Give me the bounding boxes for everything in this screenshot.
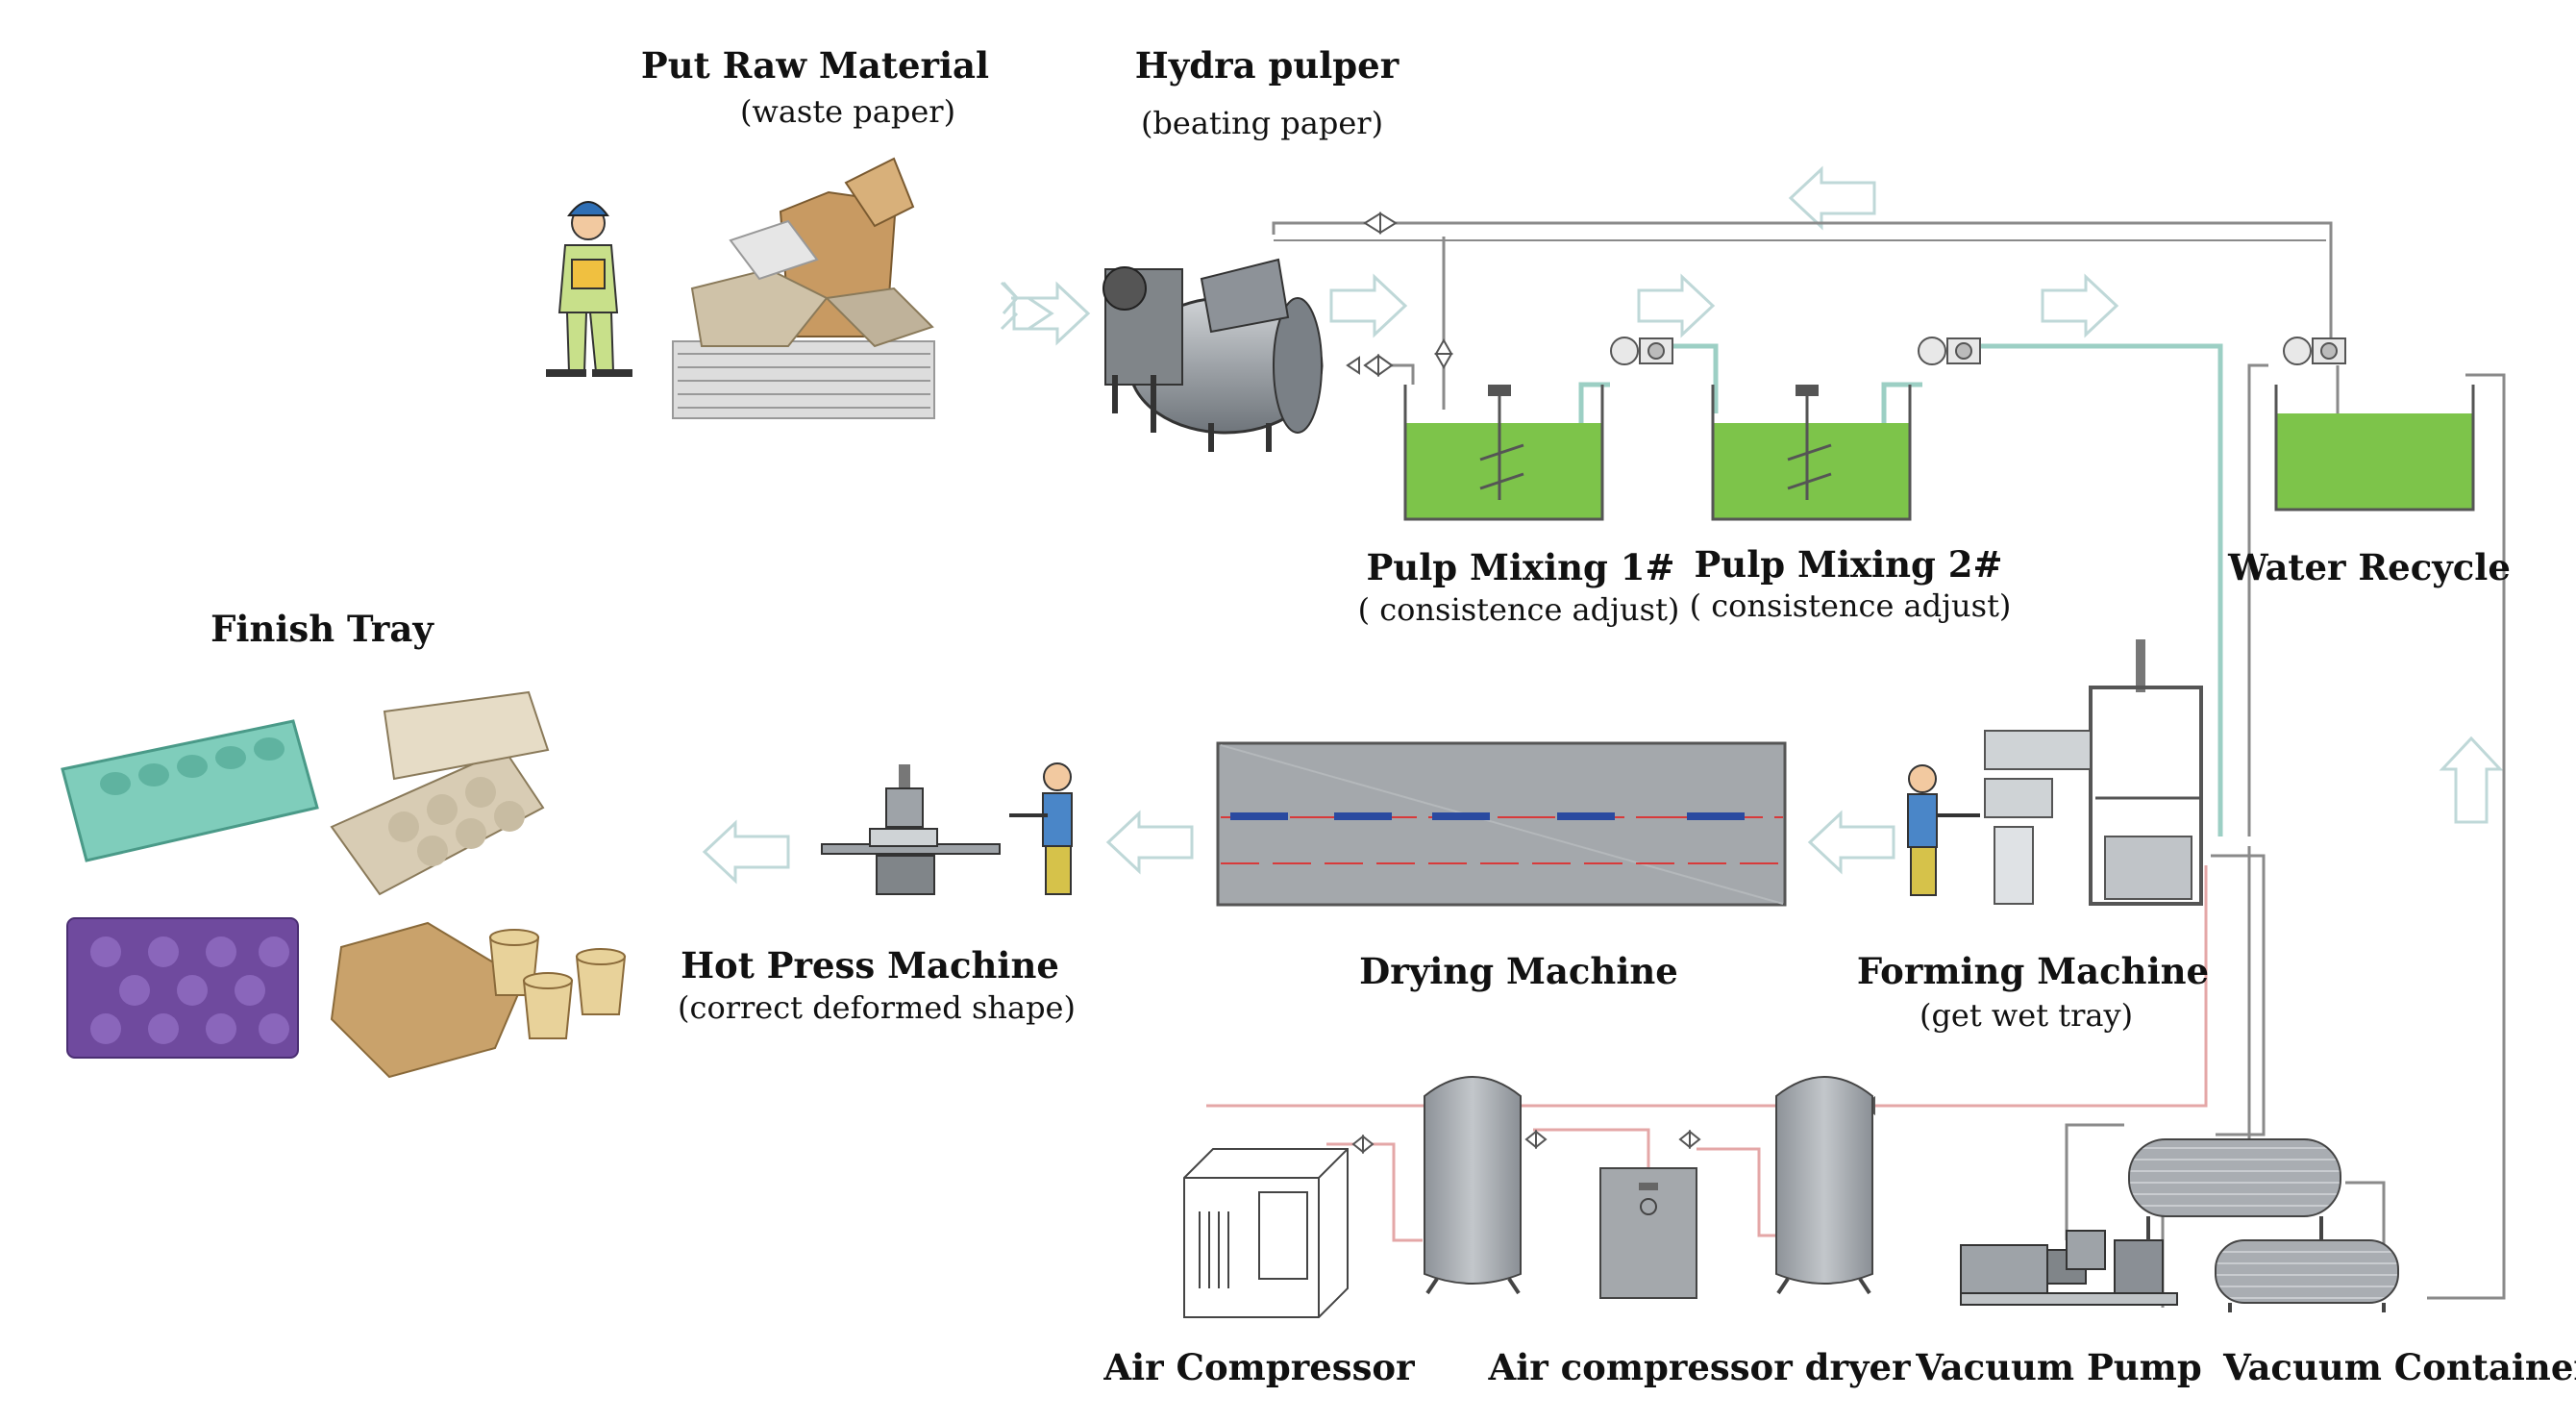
vacuum-container-title: Vacuum Container [2223, 1346, 2576, 1388]
valve-icon [1434, 337, 1453, 370]
valve-icon [1363, 212, 1398, 235]
pulper-title: Hydra pulper [1134, 44, 1399, 87]
forming-machine-subtitle: (get wet tray) [1919, 997, 2134, 1034]
vacuum-pump-icon [1960, 1230, 2178, 1306]
pulp-mixing-tank-1-icon [1403, 385, 1604, 521]
cup-carrier-icon [330, 921, 627, 1079]
pulp-mixing-1-title: Pulp Mixing 1# [1366, 546, 1675, 588]
flow-arrow-left-top [1788, 165, 1876, 231]
worker-forming-icon [1907, 764, 1980, 896]
egg-carton-icon [330, 690, 550, 896]
teal-egg-tray-icon [61, 719, 319, 862]
flow-arrow-left-2 [1105, 810, 1194, 875]
drying-machine-title: Drying Machine [1359, 950, 1678, 992]
pulp-mixing-tank-2-icon [1711, 385, 1912, 521]
pulp-mixing-2-subtitle: ( consistence adjust) [1689, 587, 2012, 624]
raw-material-title: Put Raw Material [640, 44, 990, 87]
vacuum-container-upper-icon [2128, 1138, 2341, 1240]
finish-tray-title: Finish Tray [211, 608, 433, 650]
air-compressor-title: Air Compressor [1103, 1346, 1415, 1388]
valves [1346, 212, 1875, 1155]
forming-machine-title: Forming Machine [1856, 950, 2210, 992]
flow-arrow-right-2 [1329, 273, 1408, 338]
drying-machine-icon [1216, 741, 1787, 907]
pumps [1610, 337, 2346, 365]
air-compressor-icon [1183, 1148, 1349, 1318]
air-tank-1-icon [1424, 1076, 1522, 1295]
pulp-mixing-1-subtitle: ( consistence adjust) [1357, 591, 1680, 628]
water-recycle-title: Water Recycle [2228, 546, 2511, 588]
hydra-pulper-icon [1102, 258, 1324, 452]
flow-arrow-right-4 [2041, 273, 2119, 338]
flow-arrow-left-1 [1807, 810, 1895, 875]
hot-press-title: Hot Press Machine [681, 944, 1059, 986]
pump-icon [1918, 337, 1981, 365]
air-dryer-title: Air compressor dryer [1488, 1346, 1911, 1388]
pulp-mixing-2-title: Pulp Mixing 2# [1694, 543, 2003, 586]
pulper-subtitle: (beating paper) [1140, 105, 1384, 141]
valve-icon [1346, 356, 1360, 375]
water-recycle-tank-icon [2274, 385, 2475, 512]
pipes [1206, 221, 2506, 1308]
raw-material-subtitle: (waste paper) [739, 93, 956, 130]
flow-arrow-up [2439, 736, 2504, 824]
forming-machine-icon [1984, 639, 2203, 906]
vacuum-pump-title: Vacuum Pump [1916, 1346, 2202, 1388]
pump-icon [2283, 337, 2346, 365]
hot-press-machine-icon [821, 764, 1001, 895]
air-dryer-icon [1599, 1167, 1697, 1299]
purple-foam-tray-icon [66, 917, 299, 1059]
waste-paper-pile-icon [672, 157, 935, 419]
vacuum-container-lower-icon [2215, 1239, 2399, 1312]
worker-carrying-icon [546, 201, 632, 377]
worker-hot-press-icon [1009, 762, 1073, 895]
valve-icon [1363, 354, 1394, 377]
valve-icon [1524, 1129, 1548, 1150]
flow-arrow-left-3 [702, 819, 790, 885]
valve-icon [1678, 1129, 1701, 1150]
air-tank-2-icon [1775, 1076, 1873, 1295]
hot-press-subtitle: (correct deformed shape) [678, 989, 1076, 1026]
flow-arrow-right-1 [1012, 281, 1091, 346]
flow-arrow-right-3 [1637, 273, 1716, 338]
valve-icon [1351, 1134, 1375, 1155]
pump-icon [1610, 337, 1673, 365]
